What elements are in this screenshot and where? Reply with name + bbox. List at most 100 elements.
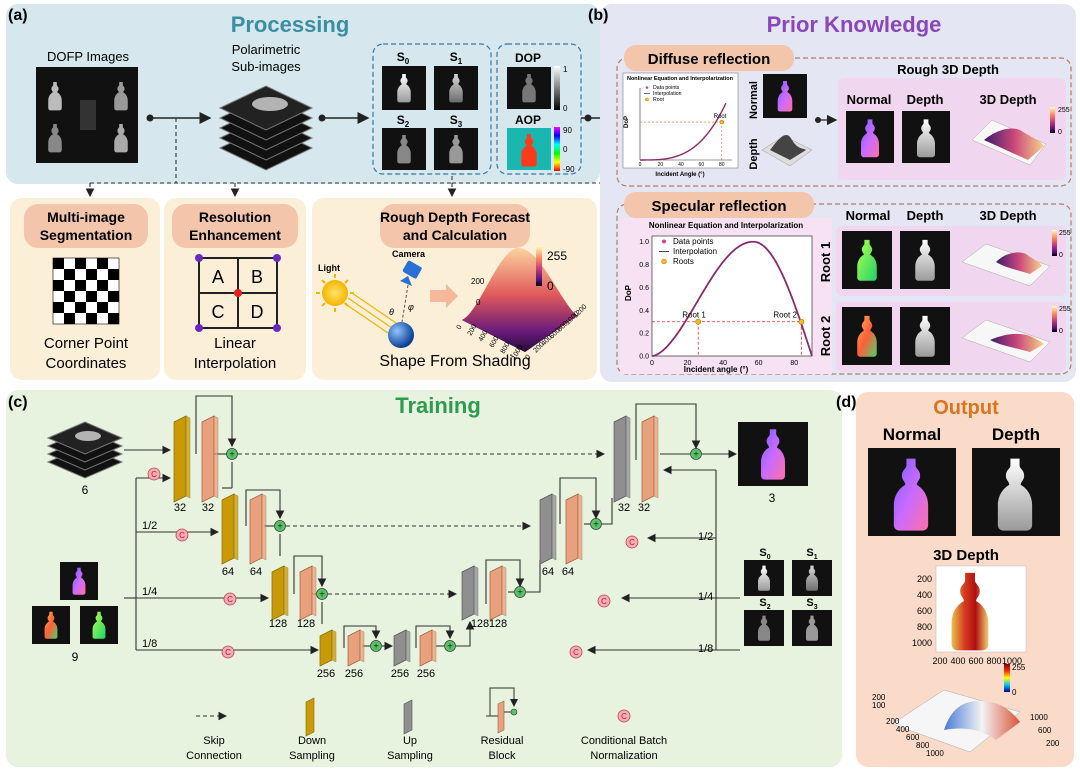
diffuse-col-depth: Depth [907, 92, 944, 107]
out3d-ytick: 600 [917, 606, 932, 616]
enc-channel-label: 64 [250, 566, 262, 578]
stokes-s1: S1 [434, 50, 478, 110]
checker-cell [86, 258, 97, 269]
sfs-y-tick: 0 [524, 354, 532, 362]
sfs-cbar-max: 255 [547, 249, 567, 263]
segmentation-caption-1: Corner Point [44, 335, 129, 352]
enc-channel-label: 32 [202, 502, 214, 514]
checker-cell [64, 280, 75, 291]
enc-channel-label: 128 [269, 618, 287, 630]
prior-title: Prior Knowledge [767, 12, 942, 37]
camera-icon [400, 260, 422, 286]
svg-text:S2: S2 [397, 113, 410, 129]
diffuse-xtick: 40 [678, 162, 684, 168]
plus-symbol: + [229, 450, 235, 461]
up-block-256 [393, 629, 407, 667]
enc-channel-label: 256 [317, 668, 335, 680]
legend-up-2: Sampling [387, 750, 433, 762]
output-title: Output [933, 397, 999, 419]
legend-down-1: Down [298, 735, 326, 747]
svg-text:S3: S3 [806, 597, 817, 611]
segmentation-caption-2: Coordinates [46, 355, 127, 372]
add-circle [316, 588, 328, 600]
up-block-32 [613, 415, 627, 503]
diffuse-box [616, 57, 1072, 187]
cell-a: A [212, 267, 224, 287]
sfs-x-tick: 400 [478, 329, 490, 343]
checker-cell [97, 291, 108, 302]
diffuse-xlabel: Incident Angle (°) [655, 172, 704, 178]
specular-col-3d: 3D Depth [979, 208, 1036, 223]
legend-skip-1: Skip [203, 735, 224, 747]
out-bottom-tick-c: 1000 [1030, 713, 1048, 722]
shaded-sphere [388, 322, 414, 348]
sfs-surface [462, 247, 577, 352]
sfs-cbar-min: 0 [547, 279, 554, 293]
aop-scale-max: 90 [563, 126, 572, 135]
diffuse-col-normal: Normal [847, 92, 892, 107]
diffuse-depth-surface [761, 134, 813, 167]
res-block-256b [419, 629, 433, 667]
rough-depth-title-2: and Calculation [403, 227, 507, 243]
sfs-z-tick: 200 [471, 277, 485, 286]
dop-label: DOP [515, 51, 541, 65]
add-circle [514, 586, 526, 598]
out3d-xtick: 200 [932, 656, 947, 666]
cbn-symbol: C [227, 595, 233, 604]
diffuse-plot-frame [622, 72, 739, 169]
legend-cbn-2: Normalization [590, 750, 657, 762]
right-scale-half: 1/2 [698, 531, 713, 543]
sfs-x-tick: 800 [500, 341, 512, 355]
right-scale-eighth: 1/8 [698, 643, 713, 655]
diffuse-col-3d: 3D Depth [979, 92, 1036, 107]
diffuse-legend-entry: Data points [653, 85, 680, 91]
dop-scale-max: 1 [563, 65, 568, 74]
rough-depth-title-1: Rough Depth Forecast [380, 209, 530, 225]
panel-prior: (b) Prior Knowledge Diffuse reflection N… [588, 4, 1076, 382]
dop-aop-box [496, 43, 582, 175]
segmentation-title-1: Multi-image [47, 209, 125, 225]
out3d-ytick: 1000 [912, 638, 932, 648]
sfs-x-tick: 200 [467, 323, 479, 337]
segmentation-title-2: Segmentation [40, 227, 133, 243]
specular-ytick: 0.8 [639, 262, 649, 269]
scale-label-quarter: 1/4 [142, 586, 157, 598]
diffuse-plot-title: Nonlinear Equation and Interpolarization [627, 76, 734, 82]
right-scale-quarter: 1/4 [698, 591, 713, 603]
output-normal-label: Normal [883, 425, 942, 444]
res-block-64 [249, 493, 263, 565]
checker-cell [64, 302, 75, 313]
out3d-ytick: 400 [917, 590, 932, 600]
out3d-xtick: 800 [986, 656, 1001, 666]
legend-cbn-1: Conditional Batch [581, 735, 667, 747]
specular-xtick: 40 [719, 360, 727, 367]
dec-channel-label: 32 [638, 502, 650, 514]
res-block-128b [489, 565, 503, 621]
root2-cbar-min: 0 [1059, 328, 1063, 335]
diffuse-xtick: 0 [639, 162, 642, 168]
checker-cell [53, 302, 64, 313]
panel-output: (d) Output Normal Depth 3D Depth 2004006… [836, 392, 1074, 767]
dofp-center-patch [80, 100, 96, 130]
panel-letter-c: (c) [8, 394, 28, 411]
training-title: Training [395, 393, 481, 418]
cell-d: D [251, 302, 264, 322]
mid-channel-label: 256 [391, 668, 409, 680]
aop-scale-min: -90 [563, 165, 575, 174]
processing-title: Processing [231, 12, 350, 37]
add-circle [274, 520, 286, 532]
svg-text:S0: S0 [759, 547, 770, 561]
legend-down-2: Sampling [289, 750, 335, 762]
phi-symbol: φ [408, 302, 414, 312]
checker-cell [97, 258, 108, 269]
checker-cell [75, 313, 86, 324]
diffuse-ylabel: DoP [624, 116, 630, 128]
stokes-box [372, 43, 492, 175]
panel-processing: (a) Processing DOFP Images Polarimetric … [6, 4, 816, 303]
svg-text:S1: S1 [450, 50, 463, 66]
add-circle [444, 640, 456, 652]
down-block-256 [319, 629, 333, 667]
